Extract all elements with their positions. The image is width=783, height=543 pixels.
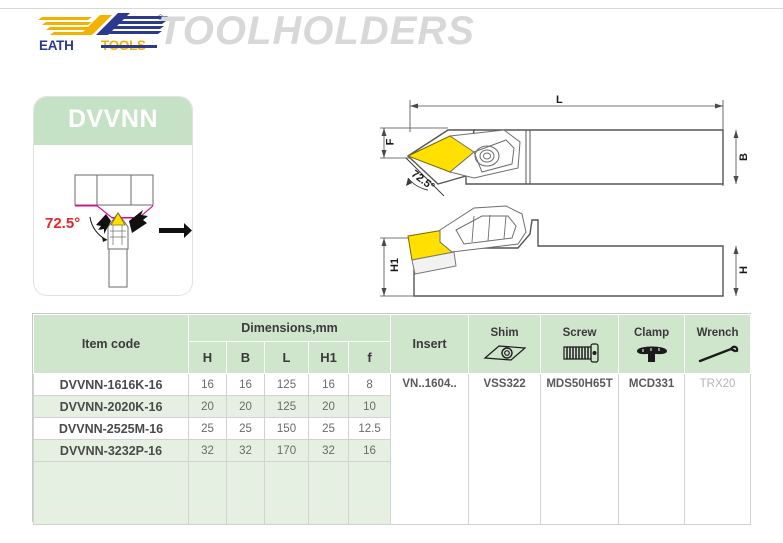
col-header-wrench: Wrench: [684, 314, 752, 374]
cell-dim-L: 170: [264, 439, 309, 462]
cell-dim-L: 125: [264, 373, 309, 396]
col-header-dim-B: B: [226, 341, 265, 374]
toolholder-top-view-drawing: [380, 100, 739, 197]
filler-cell: [347, 461, 392, 525]
col-header-dim-H1: H1: [308, 341, 349, 374]
page-header: ® EATH TOOLS TOOLHOLDERS: [0, 0, 783, 66]
cell-screw: MDS50H65T: [540, 373, 620, 525]
toolholder-top-view: L F B: [378, 86, 768, 202]
col-header-clamp: Clamp: [618, 314, 686, 374]
col-header-dim-H: H: [188, 341, 227, 374]
screw-icon: [562, 343, 599, 363]
col-header-shim: Shim: [468, 314, 542, 374]
cell-item-code: DVVNN-1616K-16: [33, 373, 189, 396]
cell-dim-H: 16: [188, 373, 227, 396]
filler-cell: [33, 461, 189, 525]
turning-tool-approach-angle-diagram: [74, 174, 192, 288]
cell-dim-B: 20: [226, 395, 265, 418]
brand-underline: [101, 45, 157, 48]
cell-dim-H: 32: [188, 439, 227, 462]
cell-insert: VN..1604..: [390, 373, 470, 525]
eath-tools-chevron-logo: [38, 13, 168, 35]
product-card-body: 72.5°: [34, 145, 192, 295]
page-title: TOOLHOLDERS: [158, 9, 475, 53]
table-row: DVVNN-1616K-16 16 16 125 16 8 VN..1604..…: [33, 373, 752, 525]
product-card: DVVNN: [34, 97, 192, 295]
cell-dim-f: 12.5: [347, 417, 392, 440]
cell-dim-H1: 16: [308, 373, 349, 396]
col-header-screw-label: Screw: [562, 327, 597, 339]
registered-mark: ®: [158, 15, 164, 22]
cell-dim-L: 125: [264, 395, 309, 418]
cell-dim-H1: 32: [308, 439, 349, 462]
clamp-icon: [636, 346, 667, 362]
dim-label-F: F: [384, 138, 397, 146]
dim-label-H: H: [737, 266, 750, 274]
cell-item-code: DVVNN-2020K-16: [33, 395, 189, 418]
col-header-dim-L: L: [264, 341, 309, 374]
cell-clamp: MCD331: [618, 373, 686, 525]
cell-dim-f: 10: [347, 395, 392, 418]
cell-dim-H1: 20: [308, 395, 349, 418]
cell-dim-L: 150: [264, 417, 309, 440]
filler-cell: [188, 461, 227, 525]
shim-diamond-icon: [483, 345, 527, 361]
product-code-title: DVVNN: [67, 105, 158, 133]
col-header-dim-f: f: [347, 341, 392, 374]
col-header-insert: Insert: [390, 314, 470, 374]
header-divider: [0, 8, 783, 9]
cell-dim-H1: 25: [308, 417, 349, 440]
col-header-clamp-label: Clamp: [633, 327, 670, 339]
dim-label-L: L: [556, 94, 563, 106]
dim-label-H1: H1: [389, 257, 402, 273]
cell-dim-H: 25: [188, 417, 227, 440]
product-card-header: DVVNN: [34, 97, 192, 145]
dim-label-B: B: [737, 153, 750, 161]
filler-cell: [226, 461, 265, 525]
approach-angle-label: 72.5°: [45, 215, 81, 232]
cell-dim-f: 16: [347, 439, 392, 462]
cell-item-code: DVVNN-3232P-16: [33, 439, 189, 462]
cell-item-code: DVVNN-2525M-16: [33, 417, 189, 440]
specification-table: Item code Dimensions,mm Insert Shim Scre…: [33, 313, 752, 525]
filler-cell: [308, 461, 349, 525]
col-header-screw: Screw: [540, 314, 620, 374]
cell-dim-H: 20: [188, 395, 227, 418]
cell-dim-B: 32: [226, 439, 265, 462]
brand-wordmark: EATH TOOLS: [39, 38, 174, 54]
filler-cell: [264, 461, 309, 525]
cell-dim-f: 8: [347, 373, 392, 396]
brand-logo: ® EATH TOOLS: [34, 13, 174, 57]
cell-wrench: TRX20: [684, 373, 752, 525]
cell-dim-B: 25: [226, 417, 265, 440]
wrench-key-icon: [698, 345, 738, 363]
brand-name-eath: EATH: [39, 38, 74, 53]
cell-shim: VSS322: [468, 373, 542, 525]
toolholder-side-view-drawing: [380, 205, 739, 297]
col-header-shim-label: Shim: [490, 327, 519, 339]
cell-dim-B: 16: [226, 373, 265, 396]
col-header-item-code: Item code: [33, 314, 189, 374]
col-header-wrench-label: Wrench: [696, 327, 739, 339]
toolholder-side-view: H1 H: [378, 196, 768, 304]
col-header-dimensions: Dimensions,mm: [187, 313, 392, 343]
